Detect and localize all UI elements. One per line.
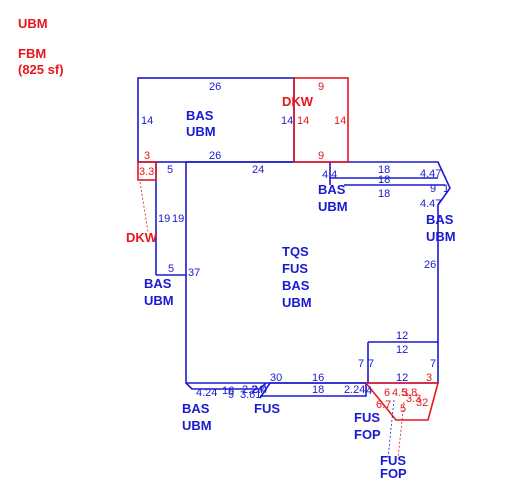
dim-in-14b: 14 (297, 115, 309, 127)
top-dkw-room (293, 77, 349, 163)
dim-447a: 4.47 (420, 168, 441, 180)
dim-361: 3.61 (240, 389, 261, 401)
dim-7c: 7 (430, 358, 436, 370)
dim-224b: 2.24 (242, 384, 263, 396)
dim-7b: 7 (368, 358, 374, 370)
area-center-l4: UBM (282, 295, 312, 310)
dim-top-9: 9 (318, 81, 324, 93)
area-bot-fus: FUS (254, 401, 280, 416)
area-center-l2: FUS (282, 261, 308, 276)
leader-bottom-fop (387, 399, 395, 459)
area-fus-fop2-l1: FUS (380, 453, 406, 468)
area-top-left-l2: UBM (186, 124, 216, 139)
dim-9: 9 (430, 183, 436, 195)
dim-19b: 19 (172, 213, 184, 225)
dim-5b: 5 (168, 263, 174, 275)
header-line-3: (825 sf) (18, 62, 64, 77)
dim-5s: 5 (400, 403, 406, 415)
area-top-left-l1: BAS (186, 108, 214, 123)
dim-7a: 7 (358, 358, 364, 370)
area-top-dkw: DKW (282, 94, 314, 109)
area-left-dkw: DKW (126, 230, 158, 245)
dim-16s: 16 (222, 385, 234, 397)
dim-18c: 18 (378, 188, 390, 200)
area-fus-fop1-l2: FOP (354, 427, 381, 442)
dim-3r: 3 (426, 372, 432, 384)
dim-447b: 4.47 (420, 198, 441, 210)
dim-in-14a: 14 (281, 115, 293, 127)
dim-32: 32 (416, 397, 428, 409)
area-mid-bas-l1: BAS (318, 182, 346, 197)
dim-424: 4.24 (196, 387, 217, 399)
dim-19a: 19 (158, 213, 170, 225)
area-bot-left-l2: UBM (182, 418, 212, 433)
header-line-2: FBM (18, 46, 47, 61)
dim-left-14: 14 (141, 115, 153, 127)
dim-top-26: 26 (209, 81, 221, 93)
area-right-bas-l1: BAS (426, 212, 454, 227)
dim-37: 37 (188, 267, 200, 279)
leader-left-dkw (139, 181, 149, 233)
dim-45: 4.5 (392, 387, 407, 399)
leader-bottom-fop-2 (397, 401, 405, 459)
bottom-fop-outline (365, 382, 440, 421)
dim-24s: 2.4 (252, 384, 267, 396)
area-fus-fop1-l1: FUS (354, 410, 380, 425)
dim-44a: 4.4 (322, 169, 337, 181)
bottom-left-bump (185, 382, 267, 390)
dim-224a: 2.24 (344, 384, 365, 396)
dim-38: 3.8 (402, 387, 417, 399)
dim-18a: 18 (378, 164, 390, 176)
dim-mid-9: 9 (318, 150, 324, 162)
dim-12c: 12 (396, 372, 408, 384)
area-bot-left-l1: BAS (182, 401, 210, 416)
header-block: UBM FBM (825 sf) (18, 16, 64, 78)
dim-14s: 4 (366, 385, 372, 397)
area-center-l3: BAS (282, 278, 310, 293)
dim-12b: 12 (396, 344, 408, 356)
area-left-col-l2: UBM (144, 293, 174, 308)
left-dkw-small (137, 161, 157, 181)
area-left-col-l1: BAS (144, 276, 172, 291)
dim-5a: 5 (167, 164, 173, 176)
dim-small-3: 3 (144, 150, 150, 162)
dim-mid-26: 26 (209, 150, 221, 162)
dim-small-33: 3.3 (139, 166, 154, 178)
dim-6: 6 (384, 387, 390, 399)
dim-right-14: 14 (334, 115, 346, 127)
dim-9s: 9 (228, 389, 234, 401)
dim-24: 24 (252, 164, 264, 176)
dim-26r: 26 (424, 259, 436, 271)
dim-67: 6.7 (376, 399, 391, 411)
dim-33: 3.3 (406, 393, 421, 405)
dim-18d: 18 (312, 384, 324, 396)
header-line-1: UBM (18, 16, 48, 31)
area-mid-bas-l2: UBM (318, 199, 348, 214)
area-center-l1: TQS (282, 244, 309, 259)
dim-30: 30 (270, 372, 282, 384)
dim-1: 1 (443, 183, 449, 195)
area-fus-fop2-l2: FOP (380, 466, 407, 479)
dim-18b: 18 (378, 174, 390, 186)
dim-12a: 12 (396, 330, 408, 342)
dim-16: 16 (312, 372, 324, 384)
area-right-bas-l2: UBM (426, 229, 456, 244)
